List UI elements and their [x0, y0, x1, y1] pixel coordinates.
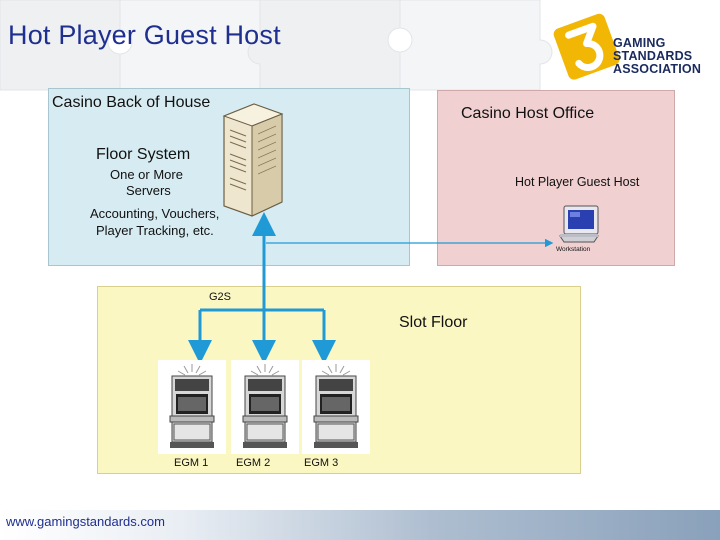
logo-line-2: STANDARDS: [613, 49, 693, 63]
logo-line-3: ASSOCIATION: [613, 62, 702, 76]
logo-line-1: GAMING: [613, 36, 666, 50]
zone-casino-host-office: [437, 90, 675, 266]
gsa-logo-icon: [553, 13, 620, 80]
egm-label-3: EGM 3: [304, 457, 339, 469]
egm-label-2: EGM 2: [236, 457, 271, 469]
egm-label-1: EGM 1: [174, 457, 209, 469]
footer-url: www.gamingstandards.com: [6, 514, 165, 529]
servers-label-line-2: Servers: [126, 183, 171, 198]
workstation-icon: [559, 205, 599, 243]
logo-wordmark: GAMING STANDARDS ASSOCIATION: [613, 37, 701, 76]
slot-machine-icon: [242, 364, 288, 448]
host-app-label: Hot Player Guest Host: [515, 175, 640, 189]
header-puzzle-background: [0, 0, 553, 91]
connection-lines: [188, 212, 554, 364]
slide-title: Hot Player Guest Host: [8, 20, 281, 50]
host-office-title: Casino Host Office: [461, 105, 595, 122]
g2s-protocol-label: G2S: [209, 291, 232, 303]
back-of-house-title: Casino Back of House: [52, 94, 211, 111]
server-tower-icon: [222, 103, 284, 217]
egm-card: [231, 360, 299, 454]
egm-card: [158, 360, 226, 454]
floor-system-label: Floor System: [96, 146, 191, 163]
egm-card: [302, 360, 370, 454]
slot-floor-title: Slot Floor: [399, 314, 468, 331]
footer-bar: [0, 510, 720, 540]
slot-machine-icon: [169, 364, 215, 448]
architecture-diagram: Casino Back of House Floor System One or…: [48, 88, 676, 476]
services-label-line-1: Accounting, Vouchers,: [90, 206, 220, 221]
services-label-line-2: Player Tracking, etc.: [96, 223, 214, 238]
slot-machine-icon: [313, 364, 359, 448]
workstation-label: Workstation: [556, 246, 591, 253]
servers-label-line-1: One or More: [110, 167, 183, 182]
